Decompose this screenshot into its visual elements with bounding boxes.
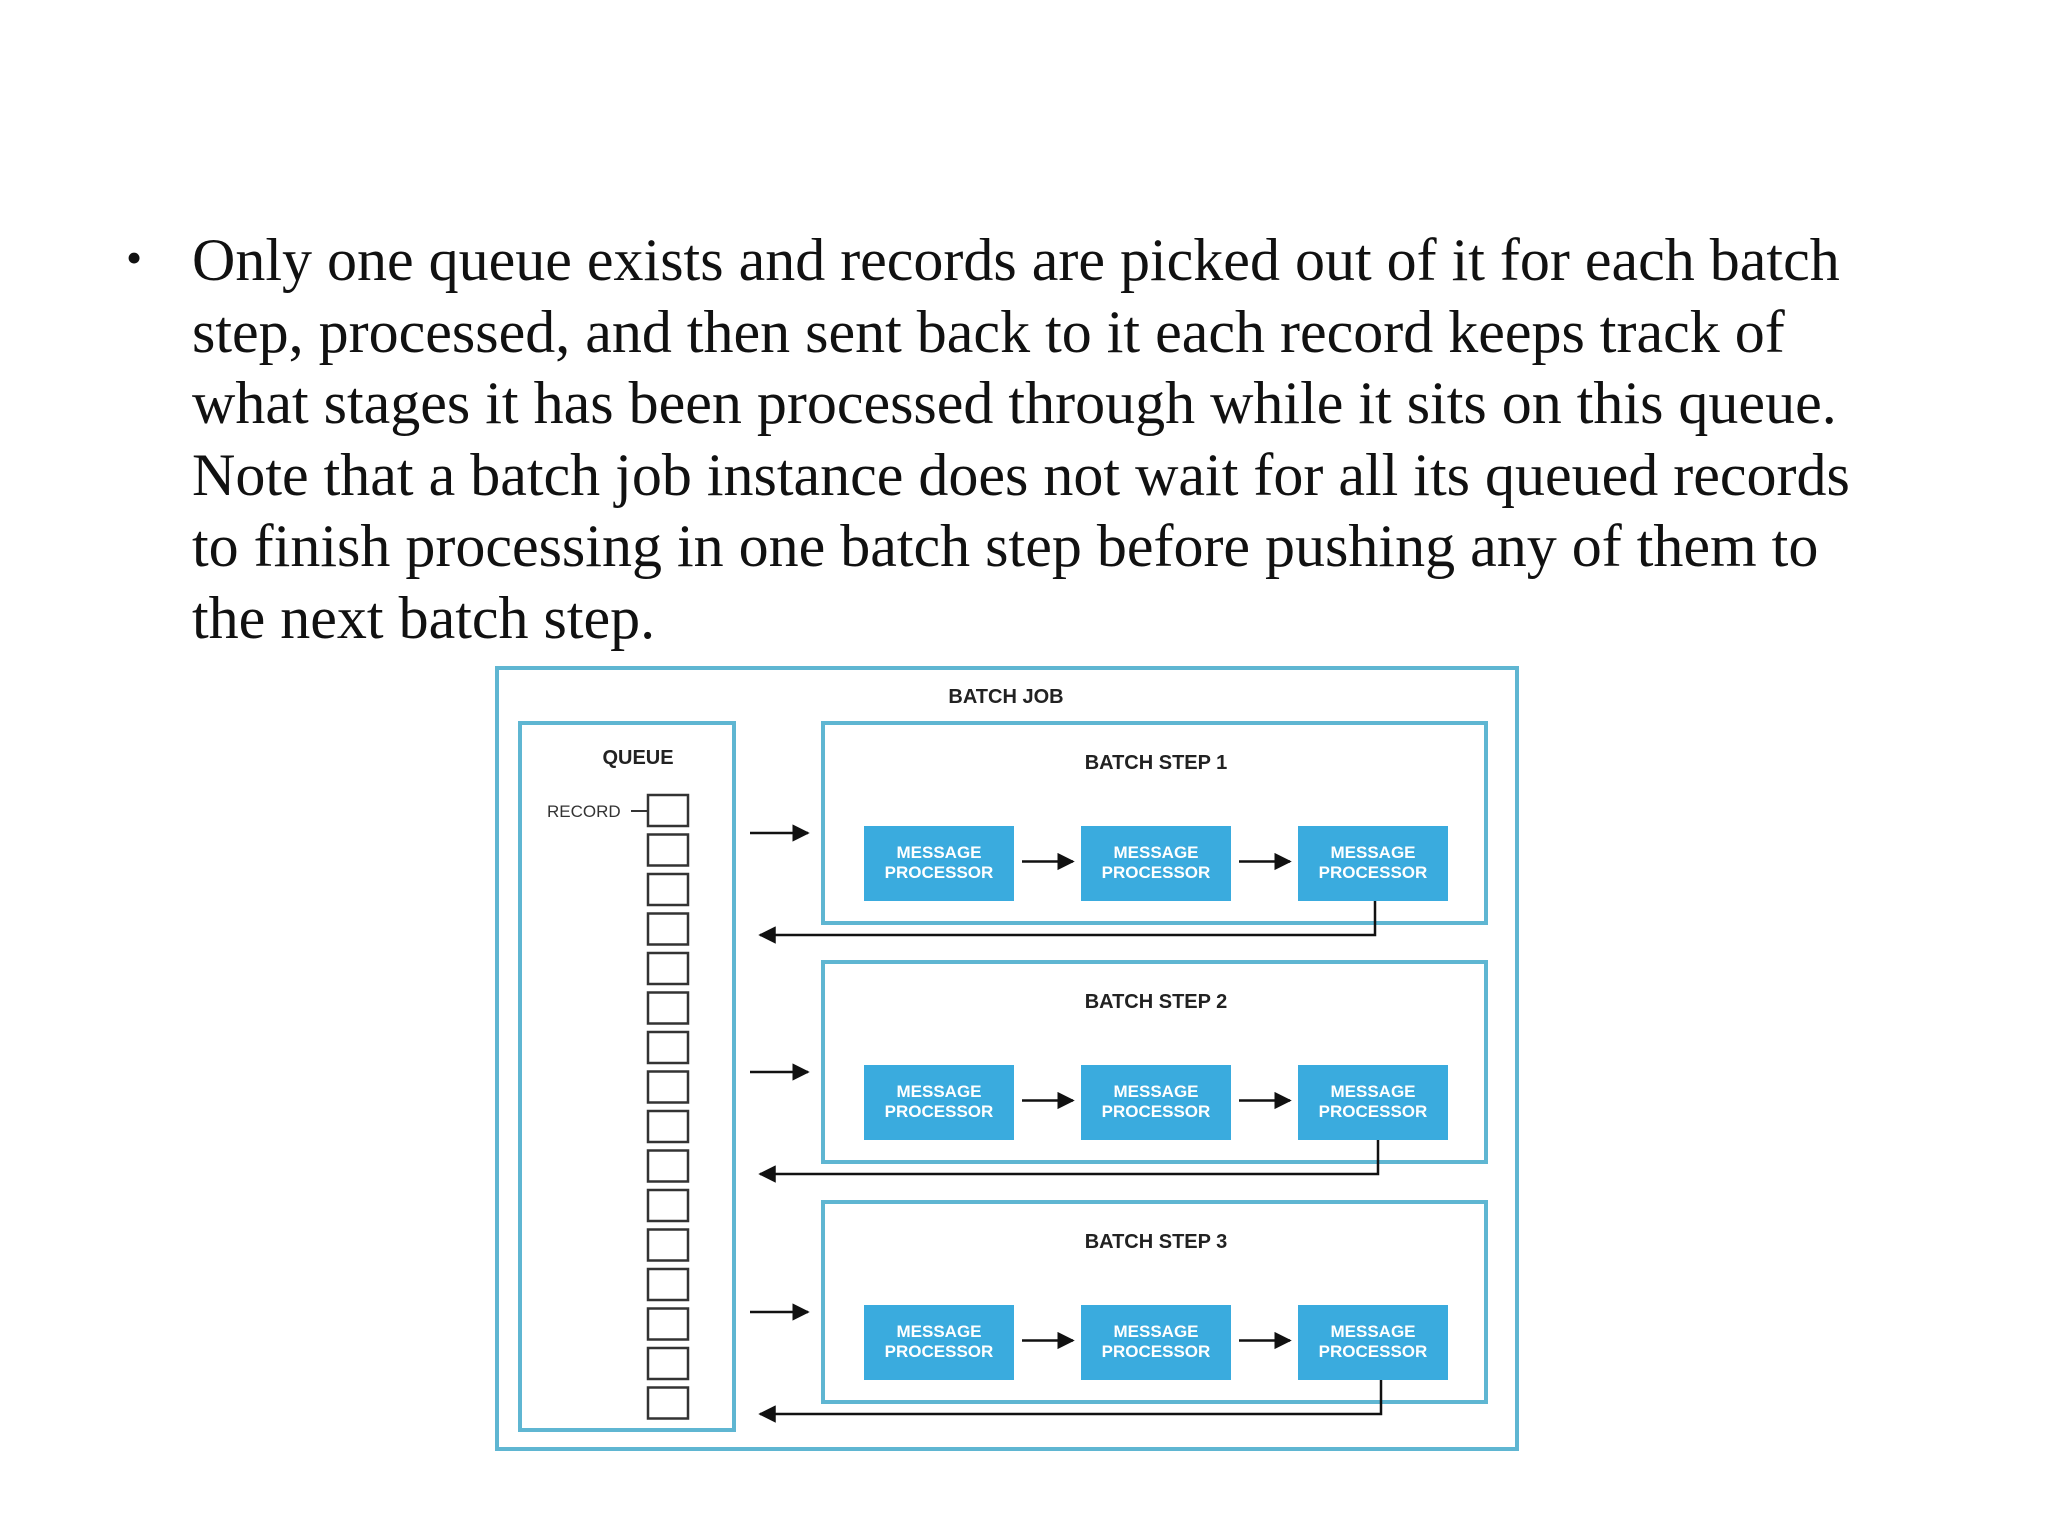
- record-box: [646, 1267, 690, 1302]
- message-processor-box: [1298, 1065, 1448, 1140]
- record-stack: [646, 793, 690, 1420]
- message-processor-label: PROCESSOR: [1102, 1102, 1211, 1121]
- bullet-line: what stages it has been processed throug…: [192, 370, 1837, 436]
- record-box: [646, 1188, 690, 1223]
- message-processor-label: PROCESSOR: [1319, 863, 1428, 882]
- record-box: [646, 1346, 690, 1381]
- message-processor-label: MESSAGE: [1330, 1082, 1415, 1101]
- batch-step-frame: [821, 960, 1488, 1164]
- message-processor-label: MESSAGE: [896, 1322, 981, 1341]
- batch-step-frame: [821, 1200, 1488, 1404]
- return-to-queue-arrow: [758, 1380, 1383, 1423]
- message-processor-label: MESSAGE: [1330, 843, 1415, 862]
- record-box: [646, 1070, 690, 1104]
- batch-step-1: BATCH STEP 1MESSAGEPROCESSORMESSAGEPROCE…: [750, 721, 1488, 944]
- bullet-line: step, processed, and then sent back to i…: [192, 298, 1785, 365]
- message-processor-label: MESSAGE: [1113, 1082, 1198, 1101]
- bullet-dot: •: [126, 232, 143, 283]
- message-processor-label: MESSAGE: [896, 1082, 981, 1101]
- message-processor-label: MESSAGE: [1113, 843, 1198, 862]
- bullet-line: Only one queue exists and records are pi…: [192, 227, 1840, 293]
- message-processor-box: [1298, 1305, 1448, 1380]
- batch-step-2: BATCH STEP 2MESSAGEPROCESSORMESSAGEPROCE…: [750, 960, 1488, 1183]
- message-processor-label: PROCESSOR: [885, 863, 994, 882]
- queue-frame: [518, 721, 736, 1432]
- message-processor-box: [1298, 826, 1448, 901]
- record-box: [646, 991, 690, 1025]
- message-processor-box: [864, 1305, 1014, 1380]
- message-processor-label: PROCESSOR: [1102, 863, 1211, 882]
- batch-step-3: BATCH STEP 3MESSAGEPROCESSORMESSAGEPROCE…: [750, 1200, 1488, 1423]
- batch-job-label: BATCH JOB: [948, 686, 1063, 708]
- message-processor-box: [864, 1065, 1014, 1140]
- batch-step-label: BATCH STEP 2: [1085, 991, 1228, 1013]
- record-box: [646, 833, 690, 867]
- queue-label: QUEUE: [602, 747, 673, 769]
- message-processor-label: PROCESSOR: [1319, 1342, 1428, 1361]
- message-processor-label: PROCESSOR: [885, 1342, 994, 1361]
- message-processor-box: [864, 826, 1014, 901]
- record-label: RECORD: [547, 802, 621, 821]
- record-box: [646, 1109, 690, 1144]
- batch-step-frame: [821, 721, 1488, 925]
- record-box: [646, 872, 690, 907]
- message-processor-box: [1081, 1305, 1231, 1380]
- record-box: [646, 793, 690, 828]
- message-processor-label: PROCESSOR: [1319, 1102, 1428, 1121]
- record-box: [646, 912, 690, 946]
- message-processor-label: MESSAGE: [1113, 1322, 1198, 1341]
- message-processor-label: PROCESSOR: [885, 1102, 994, 1121]
- record-box: [646, 1307, 690, 1341]
- record-box: [646, 951, 690, 986]
- record-box: [646, 1149, 690, 1183]
- bullet-text: Only one queue exists and records are pi…: [192, 225, 1952, 654]
- bullet-line: the next batch step.: [192, 584, 656, 651]
- message-processor-label: MESSAGE: [896, 843, 981, 862]
- message-processor-label: MESSAGE: [1330, 1322, 1415, 1341]
- message-processor-box: [1081, 1065, 1231, 1140]
- batch-job-frame: [495, 666, 1519, 1451]
- batch-step-label: BATCH STEP 1: [1085, 752, 1228, 774]
- record-box: [646, 1030, 690, 1065]
- return-to-queue-arrow: [758, 1140, 1380, 1183]
- bullet-line: to finish processing in one batch step b…: [192, 513, 1819, 579]
- bullet-line: Note that a batch job instance does not …: [192, 441, 1850, 508]
- message-processor-label: PROCESSOR: [1102, 1342, 1211, 1361]
- return-to-queue-arrow: [758, 901, 1377, 944]
- record-box: [646, 1386, 690, 1420]
- message-processor-box: [1081, 826, 1231, 901]
- record-box: [646, 1228, 690, 1262]
- batch-step-label: BATCH STEP 3: [1085, 1231, 1228, 1253]
